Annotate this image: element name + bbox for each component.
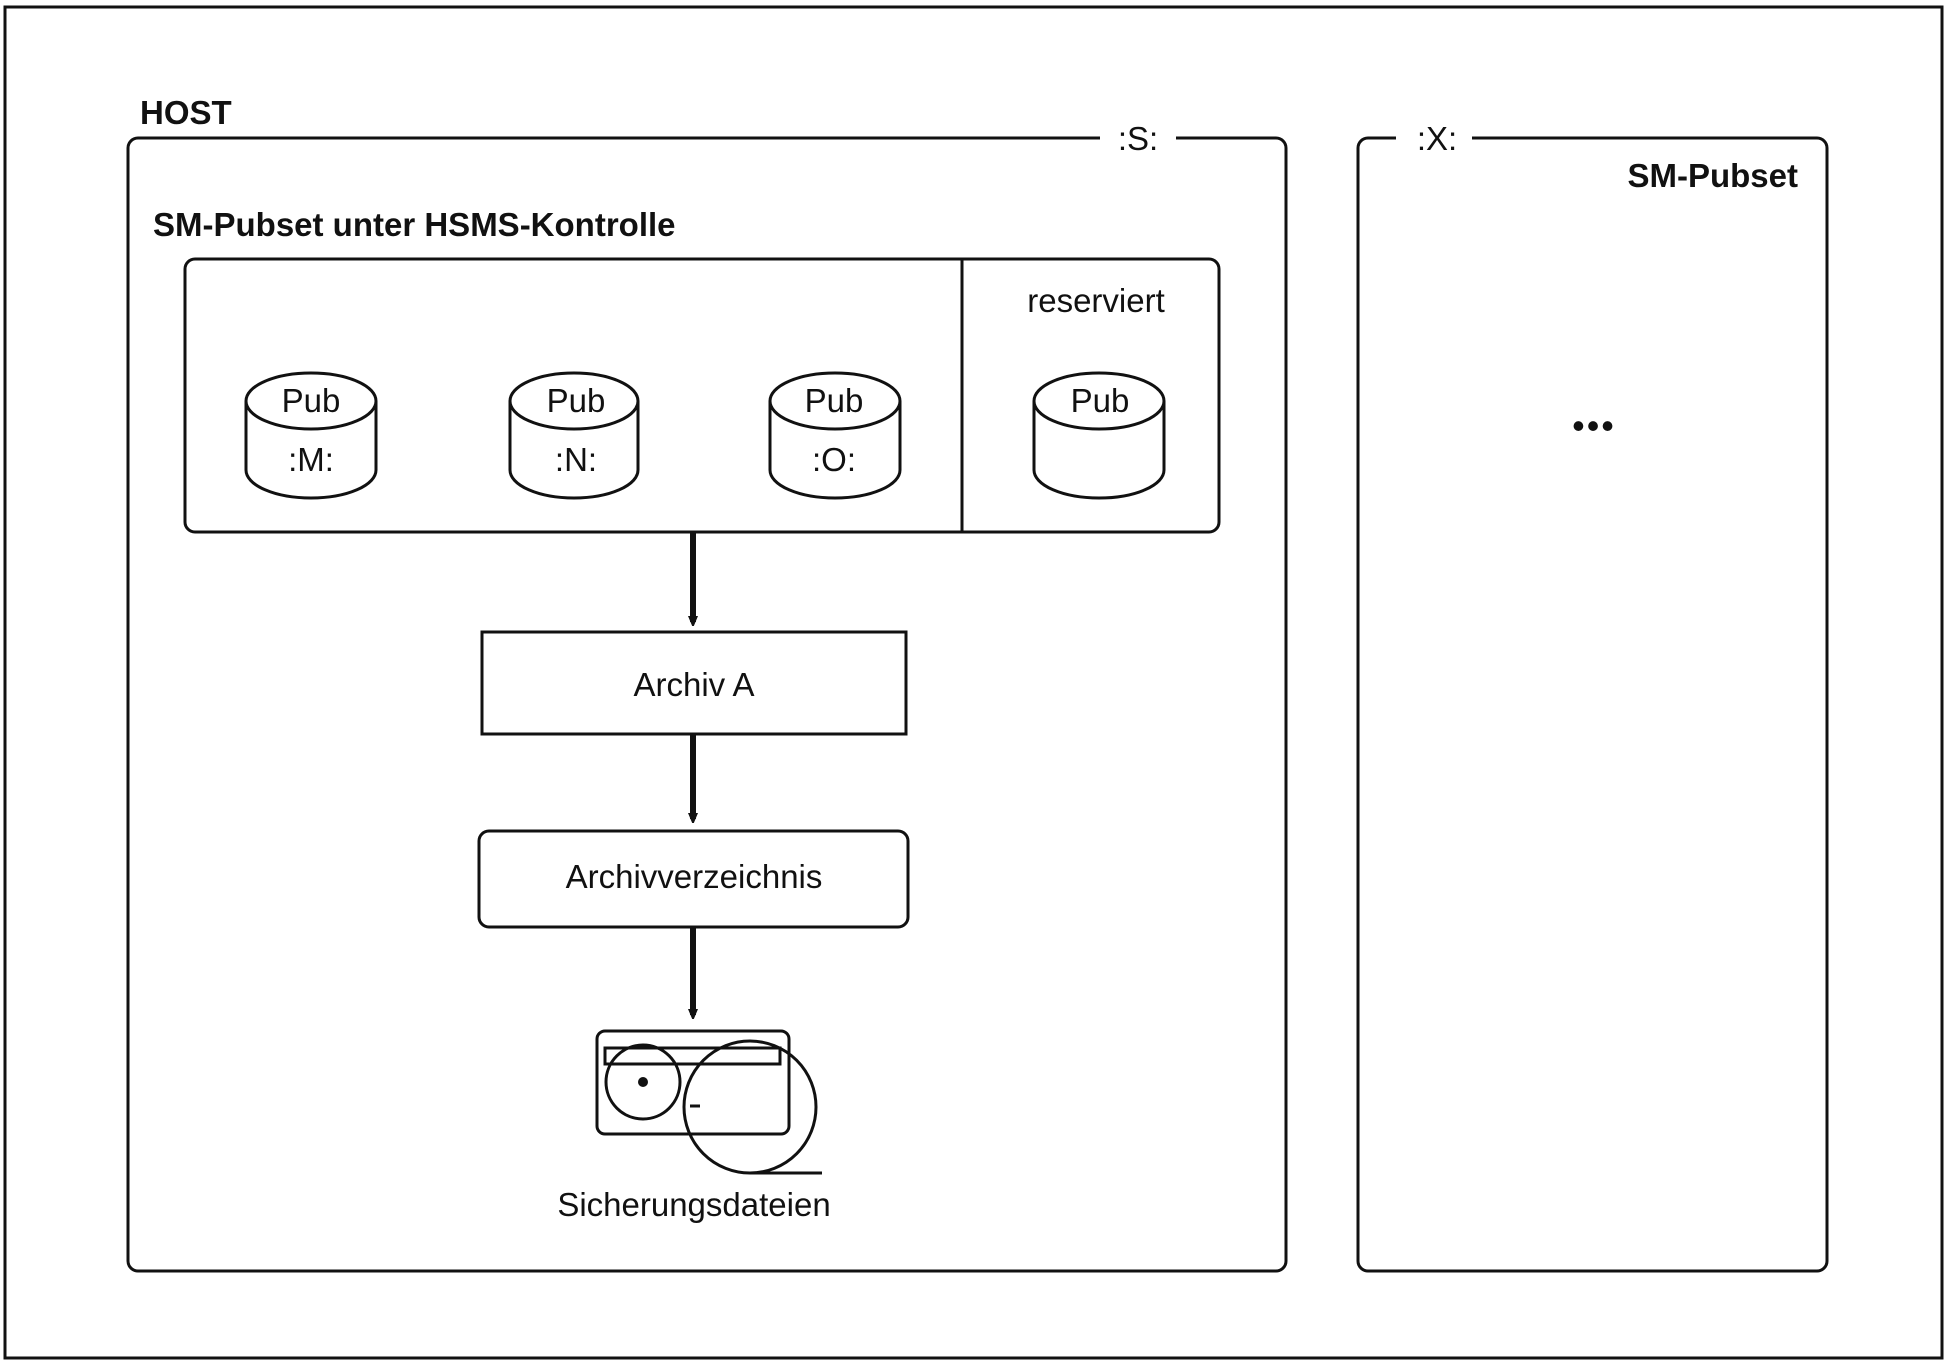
- volume-o-id: :O:: [812, 441, 856, 478]
- reserved-volume-icon: [1032, 371, 1166, 500]
- second-pubset-ellipsis: •••: [1572, 405, 1616, 446]
- volume-o-icon: [768, 371, 902, 500]
- volume-m-icon: [244, 371, 378, 500]
- archive-label: Archiv A: [633, 666, 754, 703]
- volume-m-type: Pub: [282, 382, 341, 419]
- second-pubset-id: :X:: [1417, 120, 1457, 157]
- host-pubset-id: :S:: [1118, 120, 1158, 157]
- volume-m-id: :M:: [288, 441, 334, 478]
- second-pubset-id-gap: [1396, 124, 1472, 154]
- host-label: HOST: [140, 94, 232, 131]
- directory-label: Archivverzeichnis: [566, 858, 823, 895]
- volume-container: [183, 257, 1221, 534]
- volume-n-type: Pub: [547, 382, 606, 419]
- volume-n-id: :N:: [555, 441, 597, 478]
- host-pubset-id-gap: [1100, 124, 1176, 154]
- host-pubset-title: SM-Pubset unter HSMS-Kontrolle: [153, 206, 676, 243]
- backup-label: Sicherungsdateien: [557, 1186, 830, 1223]
- tape-drive-icon: [595, 1029, 822, 1175]
- second-pubset-title: SM-Pubset: [1627, 157, 1798, 194]
- second-pubset-box: [1356, 136, 1829, 1273]
- host-pubset-box: [126, 136, 1288, 1273]
- reserved-volume-type: Pub: [1071, 382, 1130, 419]
- volume-o-type: Pub: [805, 382, 864, 419]
- volume-n-icon: [508, 371, 640, 500]
- outer-frame: [3, 5, 1944, 1360]
- reserved-label: reserviert: [1027, 282, 1165, 319]
